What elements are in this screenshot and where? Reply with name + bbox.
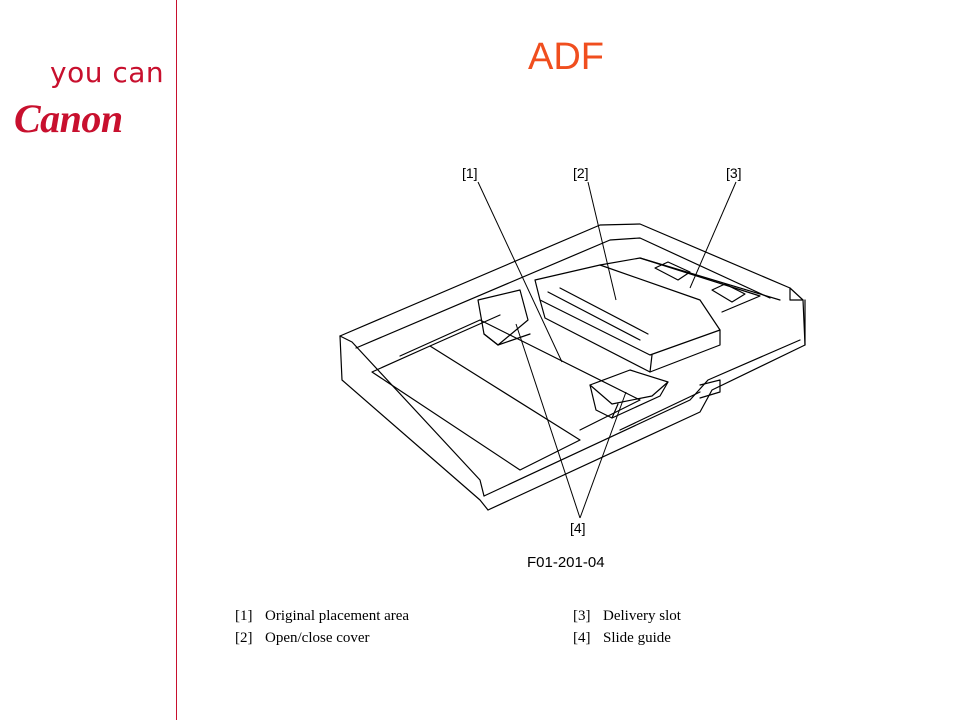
legend-item: [3] Delivery slot [573, 605, 681, 627]
legend-item: [2] Open/close cover [235, 627, 409, 649]
legend-number: [3] [573, 608, 591, 624]
callout-label-2: [2] [573, 165, 589, 181]
callout-label-1: [1] [462, 165, 478, 181]
legend-label: Slide guide [603, 630, 671, 646]
legend-item: [1] Original placement area [235, 605, 409, 627]
canon-logo: Canon [14, 96, 123, 141]
adf-illustration [339, 181, 806, 519]
legend-number: [2] [235, 630, 253, 646]
legend-number: [4] [573, 630, 591, 646]
legend-number: [1] [235, 608, 253, 624]
legend-label: Original placement area [265, 608, 410, 624]
legend-label: Delivery slot [603, 608, 681, 624]
slide-title: ADF [528, 36, 604, 78]
callout-label-3: [3] [726, 165, 742, 181]
legend-left-column: [1] Original placement area [2] Open/close… [235, 605, 409, 649]
legend-right-column: [3] Delivery slot [4] Slide guide [573, 605, 681, 649]
brand-tagline: you can [50, 56, 165, 89]
sidebar-divider [176, 0, 177, 720]
legend-item: [4] Slide guide [573, 627, 681, 649]
legend-label: Open/close cover [265, 630, 370, 646]
callout-label-4: [4] [570, 520, 586, 536]
figure-caption: F01-201-04 [527, 554, 605, 571]
